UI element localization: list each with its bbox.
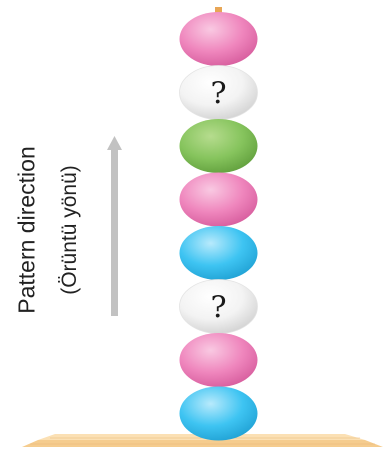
question-mark: ? bbox=[210, 77, 226, 112]
question-mark: ? bbox=[210, 291, 226, 326]
bead-green bbox=[179, 119, 258, 173]
up-arrow-icon bbox=[107, 136, 122, 316]
beads-group: ?? bbox=[179, 12, 258, 441]
bead-pink bbox=[179, 172, 258, 227]
bead-white: ? bbox=[179, 65, 258, 120]
bead-blue bbox=[179, 226, 258, 280]
base-board bbox=[22, 434, 383, 447]
bead-blue bbox=[179, 386, 258, 441]
bead-white: ? bbox=[179, 279, 258, 334]
bead-pink bbox=[179, 333, 258, 387]
bead-pink bbox=[179, 12, 258, 66]
